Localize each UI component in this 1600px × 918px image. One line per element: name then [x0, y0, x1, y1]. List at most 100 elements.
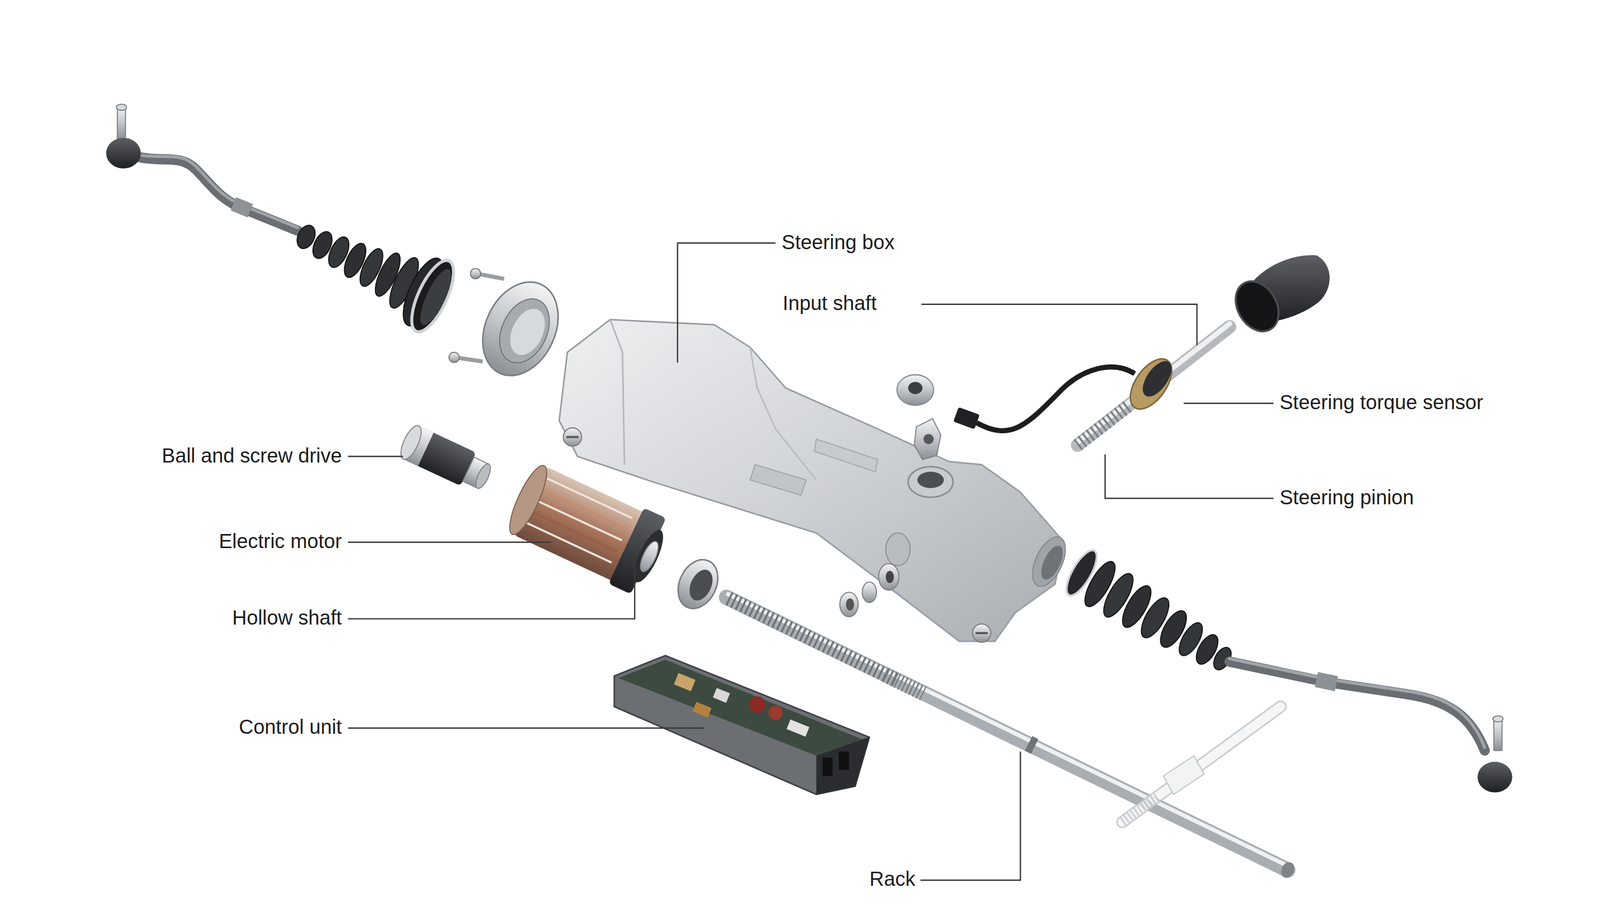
right-tie-rod [1477, 761, 1513, 793]
bearing-ring [670, 552, 726, 615]
electric-motor [503, 461, 554, 539]
phantom-pinion [1122, 706, 1281, 822]
part-label: Steering torque sensor [1279, 390, 1484, 414]
small-bearing-parts [878, 563, 900, 591]
input-shaft-assembly [1137, 356, 1178, 402]
phantom-pinion [1122, 706, 1281, 822]
part-label: Ball and screw drive [161, 444, 342, 467]
left-tie-rod [117, 106, 126, 139]
steering-box-housing [610, 319, 625, 465]
left-tie-rod [134, 155, 298, 231]
part-label: Control unit [238, 715, 343, 738]
steering-box-housing [750, 347, 817, 480]
steering-box-housing [566, 435, 579, 438]
part-label: Steering box [781, 230, 895, 254]
input-shaft-assembly [953, 255, 1330, 446]
steering-box-housing [814, 438, 878, 472]
leader-lines [677, 243, 776, 363]
control-unit [614, 655, 870, 795]
small-bearing-parts [839, 592, 859, 617]
right-tie-rod [1314, 671, 1338, 691]
part-label: Input shaft [782, 291, 877, 314]
control-unit [692, 701, 712, 718]
steering-box-housing [972, 623, 992, 643]
leader-lines [348, 455, 404, 458]
control-unit [816, 737, 869, 795]
steering-box-housing [908, 466, 953, 498]
right-tie-rod [1229, 658, 1485, 748]
phantom-pinion [1122, 706, 1281, 822]
left-tie-rod [106, 137, 141, 169]
leader-lines [348, 727, 705, 729]
leader-lines [920, 751, 1021, 880]
rack-bar [1278, 859, 1298, 880]
leader-lines [348, 541, 552, 543]
part-label: Steering pinion [1279, 486, 1414, 509]
left-tie-rod [134, 153, 298, 228]
small-bearing-parts [862, 581, 877, 603]
small-bearing-parts [845, 598, 854, 611]
steering-box-housing [917, 471, 944, 488]
rack-bar [728, 598, 899, 681]
pinion-nut-and-valve [897, 374, 934, 406]
steering-box-housing [558, 319, 1073, 643]
steering-box-housing [975, 631, 988, 634]
control-unit [614, 655, 870, 795]
bolts-and-flange [470, 268, 481, 279]
phantom-pinion [1163, 755, 1205, 794]
control-unit [749, 696, 766, 713]
left-tie-rod [106, 104, 298, 231]
small-bearing-parts [839, 563, 900, 617]
bolts-and-flange [468, 269, 573, 388]
leader-lines [1183, 402, 1274, 405]
steering-box-housing [563, 427, 582, 447]
input-shaft-assembly [1122, 351, 1180, 417]
phantom-pinion [1122, 796, 1159, 823]
bearing-ring [670, 552, 726, 615]
small-bearing-parts [885, 570, 894, 583]
right-tie-rod [1229, 661, 1485, 751]
pinion-nut-and-valve [897, 374, 941, 460]
ball-screw-drive [396, 422, 496, 495]
control-unit [822, 757, 833, 776]
bolts-and-flange [448, 352, 459, 363]
input-shaft-assembly [1077, 406, 1128, 446]
pinion-nut-and-valve [923, 433, 934, 444]
left-boot [293, 222, 462, 338]
control-unit [786, 719, 810, 737]
bolts-and-flange [503, 302, 552, 361]
leader-lines [921, 304, 1197, 346]
control-unit [768, 705, 783, 720]
right-tie-rod [1493, 717, 1502, 751]
right-tie-rod [1229, 658, 1513, 793]
input-shaft-assembly [953, 407, 980, 430]
control-unit [673, 672, 696, 691]
part-label: Hollow shaft [232, 606, 343, 629]
control-unit [618, 659, 863, 756]
leader-lines [348, 556, 635, 619]
rack-bar [885, 674, 924, 694]
input-shaft-assembly [1227, 273, 1288, 340]
rack-bar [1028, 743, 1035, 747]
steering-box-housing [885, 532, 911, 566]
leader-lines [1104, 454, 1274, 499]
right-tie-rod [1492, 715, 1503, 722]
electric-motor [636, 538, 662, 574]
pinion-nut-and-valve [914, 418, 941, 460]
bolts-and-flange [448, 268, 573, 388]
right-boot [1061, 545, 1235, 673]
left-tie-rod [116, 104, 127, 111]
control-unit [838, 751, 849, 770]
steering-box-housing [750, 464, 807, 496]
bearing-ring [684, 566, 717, 605]
control-unit [712, 687, 731, 703]
left-boot [403, 255, 463, 338]
part-label: Electric motor [218, 529, 343, 552]
bolts-and-flange [490, 290, 559, 371]
left-boot [414, 265, 458, 330]
electric-motor [501, 457, 675, 598]
steering-box-housing [1025, 531, 1073, 592]
part-label: Rack [869, 867, 916, 890]
